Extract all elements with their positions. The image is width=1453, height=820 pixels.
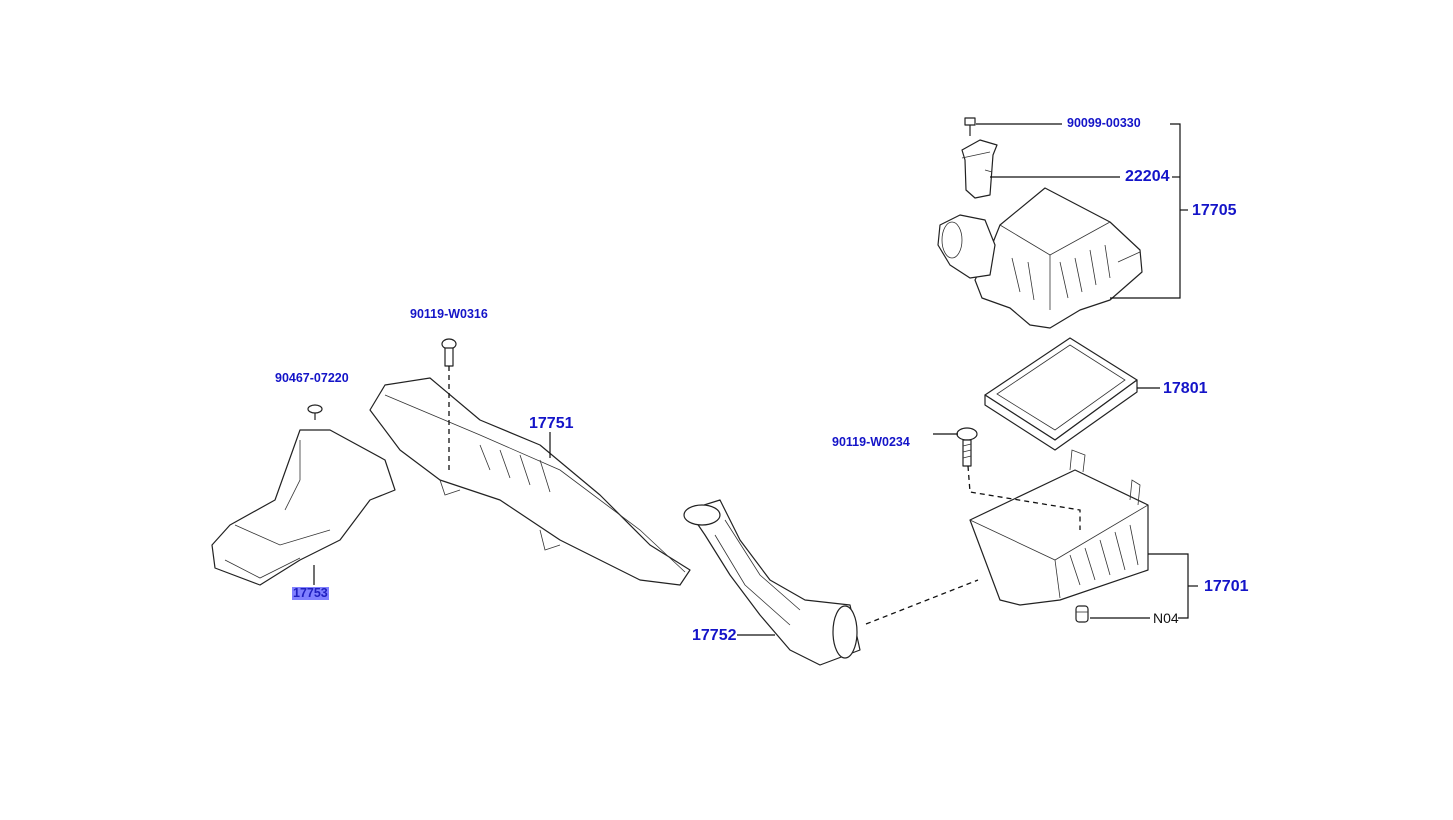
part-label-17751[interactable]: 17751 <box>529 415 574 432</box>
air-cleaner-case-drawing[interactable] <box>969 449 1149 606</box>
bolt-90119-w0234-drawing[interactable] <box>956 427 978 467</box>
part-label-90119-w0316[interactable]: 90119-W0316 <box>410 307 488 321</box>
part-label-90099-00330[interactable]: 90099-00330 <box>1067 116 1141 130</box>
part-label-90119-w0234[interactable]: 90119-W0234 <box>832 435 910 449</box>
air-intake-duct-drawing[interactable] <box>369 377 691 586</box>
clip-90467-drawing[interactable] <box>307 404 323 420</box>
part-label-n04[interactable]: N04 <box>1153 610 1179 626</box>
leader-lines <box>313 123 1198 636</box>
air-intake-hose-drawing[interactable] <box>683 499 861 666</box>
air-inlet-duct-drawing[interactable] <box>211 429 396 586</box>
part-label-17701[interactable]: 17701 <box>1204 578 1249 595</box>
connection-lines <box>448 366 1081 625</box>
part-label-17752[interactable]: 17752 <box>692 627 737 644</box>
mass-air-flow-sensor-drawing[interactable] <box>961 139 998 199</box>
part-label-17705[interactable]: 17705 <box>1192 202 1237 219</box>
air-filter-element-drawing[interactable] <box>984 337 1138 451</box>
part-label-90467-07220[interactable]: 90467-07220 <box>275 371 349 385</box>
part-label-17753-selected[interactable]: 17753 <box>292 586 329 600</box>
part-label-22204[interactable]: 22204 <box>1125 168 1170 185</box>
part-label-17801[interactable]: 17801 <box>1163 380 1208 397</box>
screw-90099-drawing[interactable] <box>964 117 976 136</box>
bolt-90119-w0316-drawing[interactable] <box>441 338 457 367</box>
air-cleaner-cap-drawing[interactable] <box>937 187 1143 329</box>
grommet-n04-drawing[interactable] <box>1075 605 1089 623</box>
